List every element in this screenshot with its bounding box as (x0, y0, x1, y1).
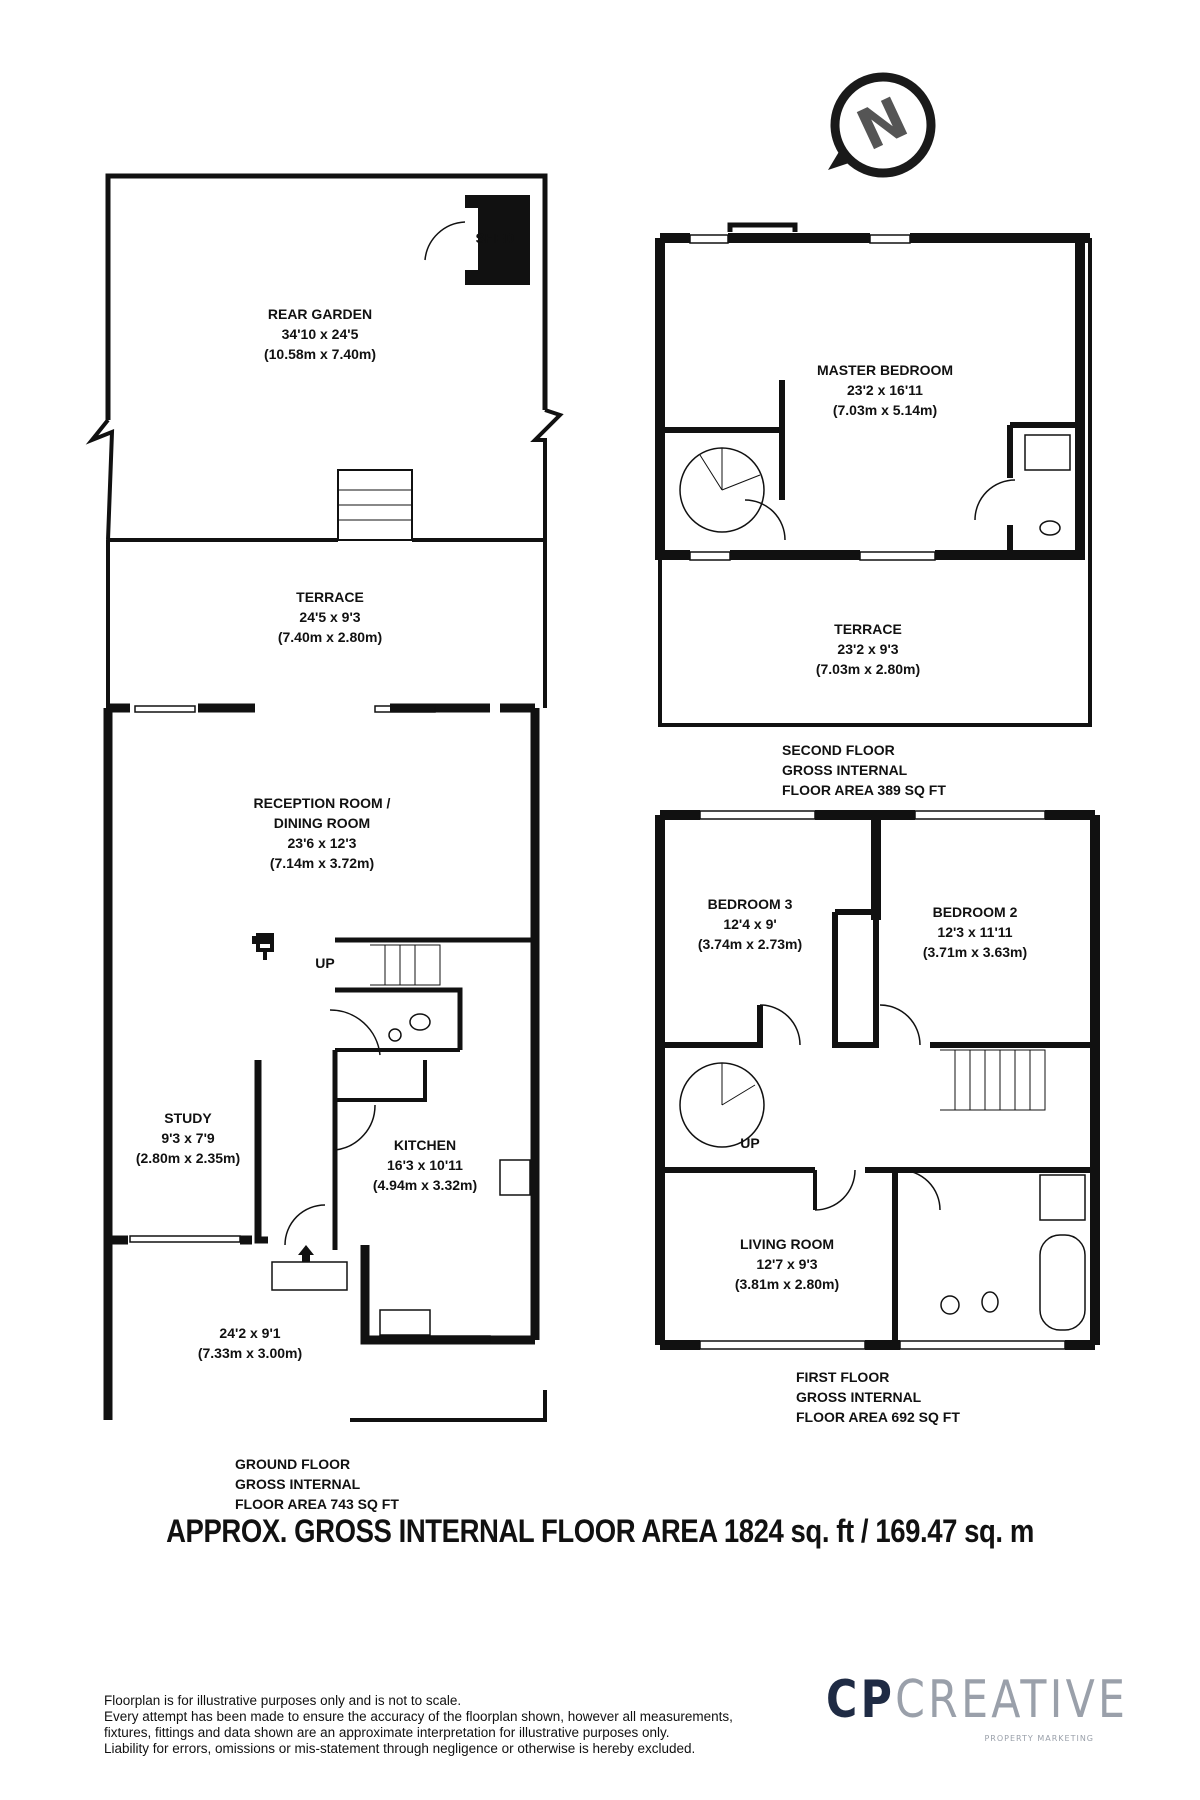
study-metric: (2.80m x 2.35m) (136, 1150, 240, 1166)
bedroom3-metric: (3.74m x 2.73m) (698, 936, 802, 952)
kitchen-imperial: 16'3 x 10'11 (387, 1157, 463, 1173)
master-bedroom-imperial: 23'2 x 16'11 (847, 382, 923, 398)
first-floor-line2: GROSS INTERNAL (796, 1389, 922, 1405)
floor-area-labels: SECOND FLOOR GROSS INTERNAL FLOOR AREA 3… (235, 742, 960, 1512)
second-floor-line3: FLOOR AREA 389 SQ FT (782, 782, 946, 798)
stairs-up-ground: UP (315, 955, 334, 971)
rear-garden-metric: (10.58m x 7.40m) (264, 346, 376, 362)
master-bedroom-metric: (7.03m x 5.14m) (833, 402, 937, 418)
front-imperial: 24'2 x 9'1 (219, 1325, 280, 1341)
terrace-second-metric: (7.03m x 2.80m) (816, 661, 920, 677)
compass-letter: N (848, 85, 918, 164)
first-floor-plan (655, 810, 1100, 1350)
ground-floor-line1: GROUND FLOOR (235, 1456, 350, 1472)
terrace-second-imperial: 23'2 x 9'3 (837, 641, 898, 657)
terrace-ground-imperial: 24'5 x 9'3 (299, 609, 360, 625)
reception-imperial: 23'6 x 12'3 (288, 835, 357, 851)
front-metric: (7.33m x 3.00m) (198, 1345, 302, 1361)
reception-metric: (7.14m x 3.72m) (270, 855, 374, 871)
shed-label: SHED (476, 230, 515, 246)
terrace-ground-name: TERRACE (296, 589, 364, 605)
master-bedroom-name: MASTER BEDROOM (817, 362, 953, 378)
living-room-metric: (3.81m x 2.80m) (735, 1276, 839, 1292)
rear-garden-imperial: 34'10 x 24'5 (282, 326, 359, 342)
terrace-second-name: TERRACE (834, 621, 902, 637)
reception-name-line1: RECEPTION ROOM / (254, 795, 391, 811)
terrace-ground-metric: (7.40m x 2.80m) (278, 629, 382, 645)
ground-floor-plan (85, 173, 564, 1422)
ground-floor-line3: FLOOR AREA 743 SQ FT (235, 1496, 399, 1512)
rear-garden-name: REAR GARDEN (268, 306, 372, 322)
bedroom2-name: BEDROOM 2 (933, 904, 1018, 920)
second-floor-plan (655, 222, 1092, 727)
study-name: STUDY (164, 1110, 212, 1126)
logo-creative: CREATIVE (895, 1670, 1129, 1730)
cp-creative-logo: CPCREATIVE PROPERTY MARKETING (826, 1670, 1125, 1752)
room-labels: SHED REAR GARDEN 34'10 x 24'5 (10.58m x … (136, 230, 1027, 1361)
disclaimer: Floorplan is for illustrative purposes o… (104, 1693, 824, 1757)
bedroom2-imperial: 12'3 x 11'11 (937, 924, 1012, 940)
kitchen-metric: (4.94m x 3.32m) (373, 1177, 477, 1193)
second-floor-line2: GROSS INTERNAL (782, 762, 908, 778)
bedroom2-metric: (3.71m x 3.63m) (923, 944, 1027, 960)
ground-floor-line2: GROSS INTERNAL (235, 1476, 361, 1492)
disclaimer-line: Every attempt has been made to ensure th… (104, 1709, 733, 1724)
logo-tagline: PROPERTY MARKETING (984, 1734, 1094, 1743)
first-floor-line1: FIRST FLOOR (796, 1369, 889, 1385)
logo-cp: CP (826, 1670, 896, 1730)
total-floor-area: APPROX. GROSS INTERNAL FLOOR AREA 1824 s… (166, 1513, 1034, 1549)
living-room-imperial: 12'7 x 9'3 (756, 1256, 817, 1272)
first-floor-line3: FLOOR AREA 692 SQ FT (796, 1409, 960, 1425)
disclaimer-line: Liability for errors, omissions or mis-s… (104, 1741, 696, 1756)
bedroom3-name: BEDROOM 3 (708, 896, 793, 912)
study-imperial: 9'3 x 7'9 (161, 1130, 215, 1146)
disclaimer-line: Floorplan is for illustrative purposes o… (104, 1693, 462, 1708)
kitchen-name: KITCHEN (394, 1137, 456, 1153)
north-arrow-icon: N (828, 72, 936, 178)
second-floor-line1: SECOND FLOOR (782, 742, 895, 758)
living-room-name: LIVING ROOM (740, 1236, 834, 1252)
bedroom3-imperial: 12'4 x 9' (723, 916, 776, 932)
disclaimer-line: fixtures, fittings and data shown are an… (104, 1725, 670, 1740)
reception-name-line2: DINING ROOM (274, 815, 370, 831)
stairs-up-first: UP (740, 1135, 759, 1151)
